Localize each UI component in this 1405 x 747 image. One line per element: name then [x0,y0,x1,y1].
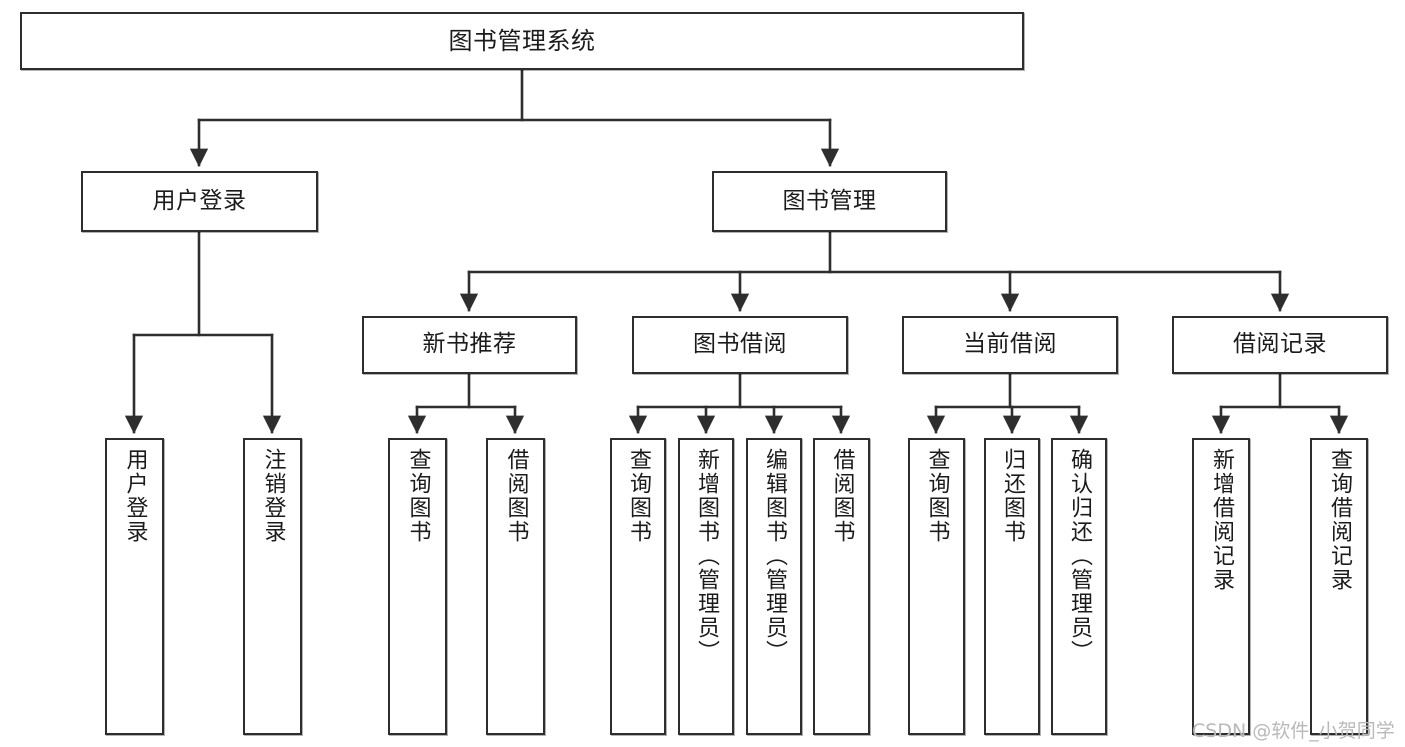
node-label: 确认归还（管理员） [1067,448,1092,664]
node-label: 编辑图书（管理员） [762,448,787,664]
node-root-system[interactable]: 图书管理系统 [20,12,1024,70]
node-label: 新增图书（管理员） [694,448,719,664]
node-leaf-query-book-3[interactable]: 查询图书 [908,438,965,735]
node-book-borrow[interactable]: 图书借阅 [632,316,848,374]
node-leaf-query-record[interactable]: 查询借阅记录 [1310,438,1368,735]
node-label: 用户登录 [152,187,247,214]
node-leaf-borrow-book-2[interactable]: 借阅图书 [813,438,870,735]
node-book-manage[interactable]: 图书管理 [712,171,947,232]
node-leaf-edit-book[interactable]: 编辑图书（管理员） [746,438,802,735]
node-user-login[interactable]: 用户登录 [81,171,318,232]
node-new-book-recommend[interactable]: 新书推荐 [362,316,577,374]
node-label: 注销登录 [260,448,286,544]
node-label: 借阅图书 [503,448,529,544]
node-leaf-query-book-1[interactable]: 查询图书 [388,438,447,735]
node-leaf-user-login[interactable]: 用户登录 [105,438,164,735]
node-label: 查询图书 [924,448,950,544]
csdn-watermark: CSDN @软件_小贺同学 [1192,720,1395,742]
node-label: 借阅图书 [829,448,855,544]
node-label: 新增借阅记录 [1209,448,1234,592]
node-leaf-borrow-book-1[interactable]: 借阅图书 [486,438,545,735]
node-leaf-add-book[interactable]: 新增图书（管理员） [678,438,734,735]
node-label: 归还图书 [1000,448,1025,544]
node-borrow-record[interactable]: 借阅记录 [1172,316,1388,374]
node-leaf-confirm-return[interactable]: 确认归还（管理员） [1051,438,1107,735]
node-label: 用户登录 [122,448,148,544]
node-leaf-logout[interactable]: 注销登录 [243,438,302,735]
node-leaf-add-record[interactable]: 新增借阅记录 [1192,438,1250,735]
node-label: 查询图书 [626,448,651,544]
node-label: 当前借阅 [963,331,1057,358]
node-label: 查询图书 [405,448,431,544]
node-label: 图书管理 [782,187,877,214]
node-leaf-query-book-2[interactable]: 查询图书 [610,438,666,735]
node-label: 查询借阅记录 [1327,448,1352,592]
node-label: 图书借阅 [693,331,787,358]
node-current-borrow[interactable]: 当前借阅 [902,316,1118,374]
node-label: 图书管理系统 [448,26,596,55]
node-label: 新书推荐 [422,331,517,358]
node-label: 借阅记录 [1233,331,1327,358]
node-leaf-return-book[interactable]: 归还图书 [984,438,1040,735]
